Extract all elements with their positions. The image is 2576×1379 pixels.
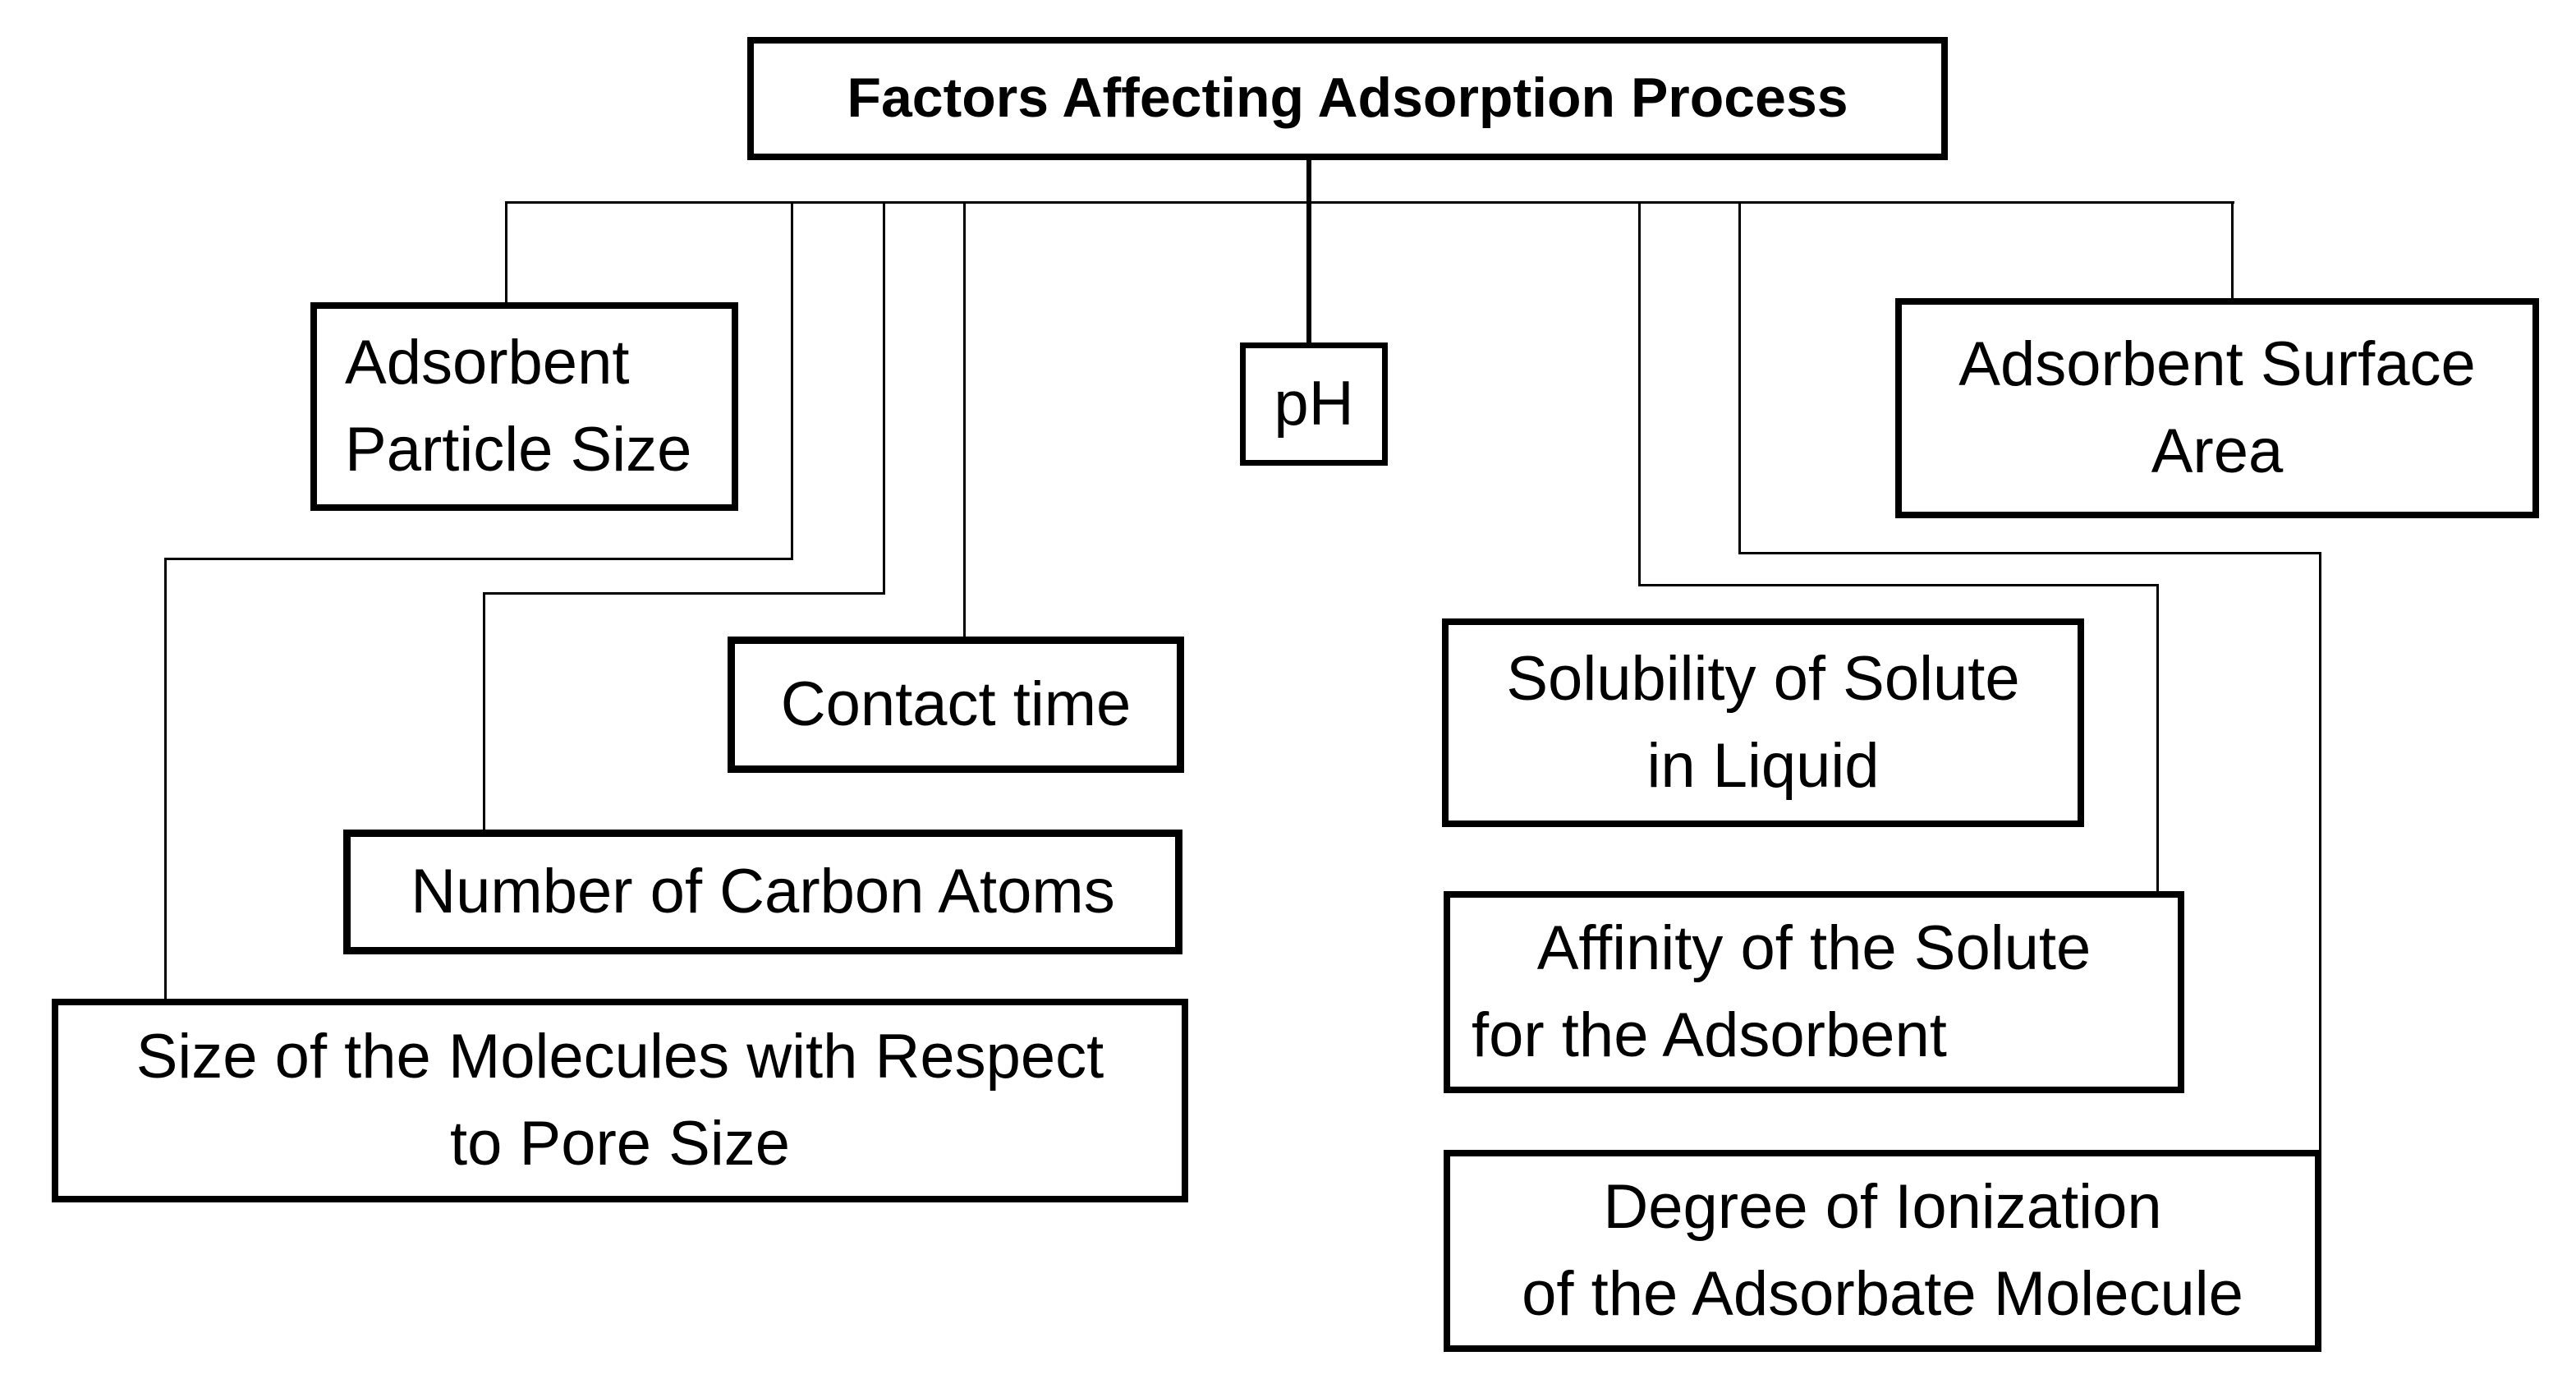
node-contact-time: Contact time: [728, 637, 1184, 773]
connector-molecule-size-elbow-line: [164, 558, 793, 560]
connector-particle-size-line: [505, 201, 507, 302]
connector-ionization-drop-line: [1738, 201, 1741, 554]
diagram-title-text: Factors Affecting Adsorption Process: [847, 67, 1848, 130]
node-affinity-of-solute: Affinity of the Solute for the Adsorbent: [1444, 891, 2184, 1093]
node-label-line: Contact time: [780, 669, 1132, 739]
connector-carbon-atoms-drop-line: [883, 201, 885, 595]
connector-affinity-drop-line: [1638, 201, 1641, 586]
node-adsorbent-surface-area: Adsorbent Surface Area: [1895, 298, 2539, 518]
node-label-line: Solubility of Solute: [1506, 643, 2020, 714]
node-label-line: in Liquid: [1646, 731, 1880, 801]
connector-carbon-atoms-elbow-line: [483, 592, 885, 595]
node-label-line: Degree of Ionization: [1603, 1171, 2162, 1242]
connector-affinity-elbow-line: [1638, 584, 2159, 586]
node-label-line: to Pore Size: [450, 1109, 790, 1179]
node-label-line: Area: [2151, 416, 2284, 486]
node-adsorbent-particle-size: Adsorbent Particle Size: [310, 302, 738, 511]
node-label-line: pH: [1274, 368, 1354, 439]
node-label-line: Particle Size: [345, 415, 692, 485]
node-label-line: Adsorbent Surface: [1958, 329, 2476, 399]
node-ph: pH: [1240, 342, 1388, 466]
connector-molecule-size-line: [164, 558, 167, 999]
node-label-line: Number of Carbon Atoms: [411, 856, 1115, 926]
node-size-of-molecules: Size of the Molecules with Respect to Po…: [52, 999, 1188, 1202]
node-degree-of-ionization: Degree of Ionization of the Adsorbate Mo…: [1444, 1150, 2321, 1352]
node-label-line: for the Adsorbent: [1472, 1000, 1947, 1070]
node-label-line: Adsorbent: [345, 327, 630, 398]
diagram-title-box: Factors Affecting Adsorption Process: [747, 37, 1948, 160]
connector-ph-line: [1306, 159, 1311, 342]
connector-contact-time-line: [963, 201, 966, 637]
connector-ionization-elbow-line: [1738, 552, 2321, 554]
connector-ionization-line: [2319, 552, 2321, 1150]
connector-surface-area-line: [2231, 201, 2234, 298]
node-label-line: Affinity of the Solute: [1536, 912, 2092, 983]
node-label-line: of the Adsorbate Molecule: [1522, 1259, 2243, 1329]
node-number-of-carbon-atoms: Number of Carbon Atoms: [343, 830, 1182, 954]
node-solubility-of-solute: Solubility of Solute in Liquid: [1442, 618, 2084, 827]
node-label-line: Size of the Molecules with Respect: [135, 1021, 1104, 1092]
connector-affinity-line: [2156, 584, 2159, 891]
connector-main-horizontal-line: [505, 201, 2234, 204]
connector-carbon-atoms-line: [483, 592, 485, 830]
connector-molecule-size-drop-line: [791, 201, 793, 560]
